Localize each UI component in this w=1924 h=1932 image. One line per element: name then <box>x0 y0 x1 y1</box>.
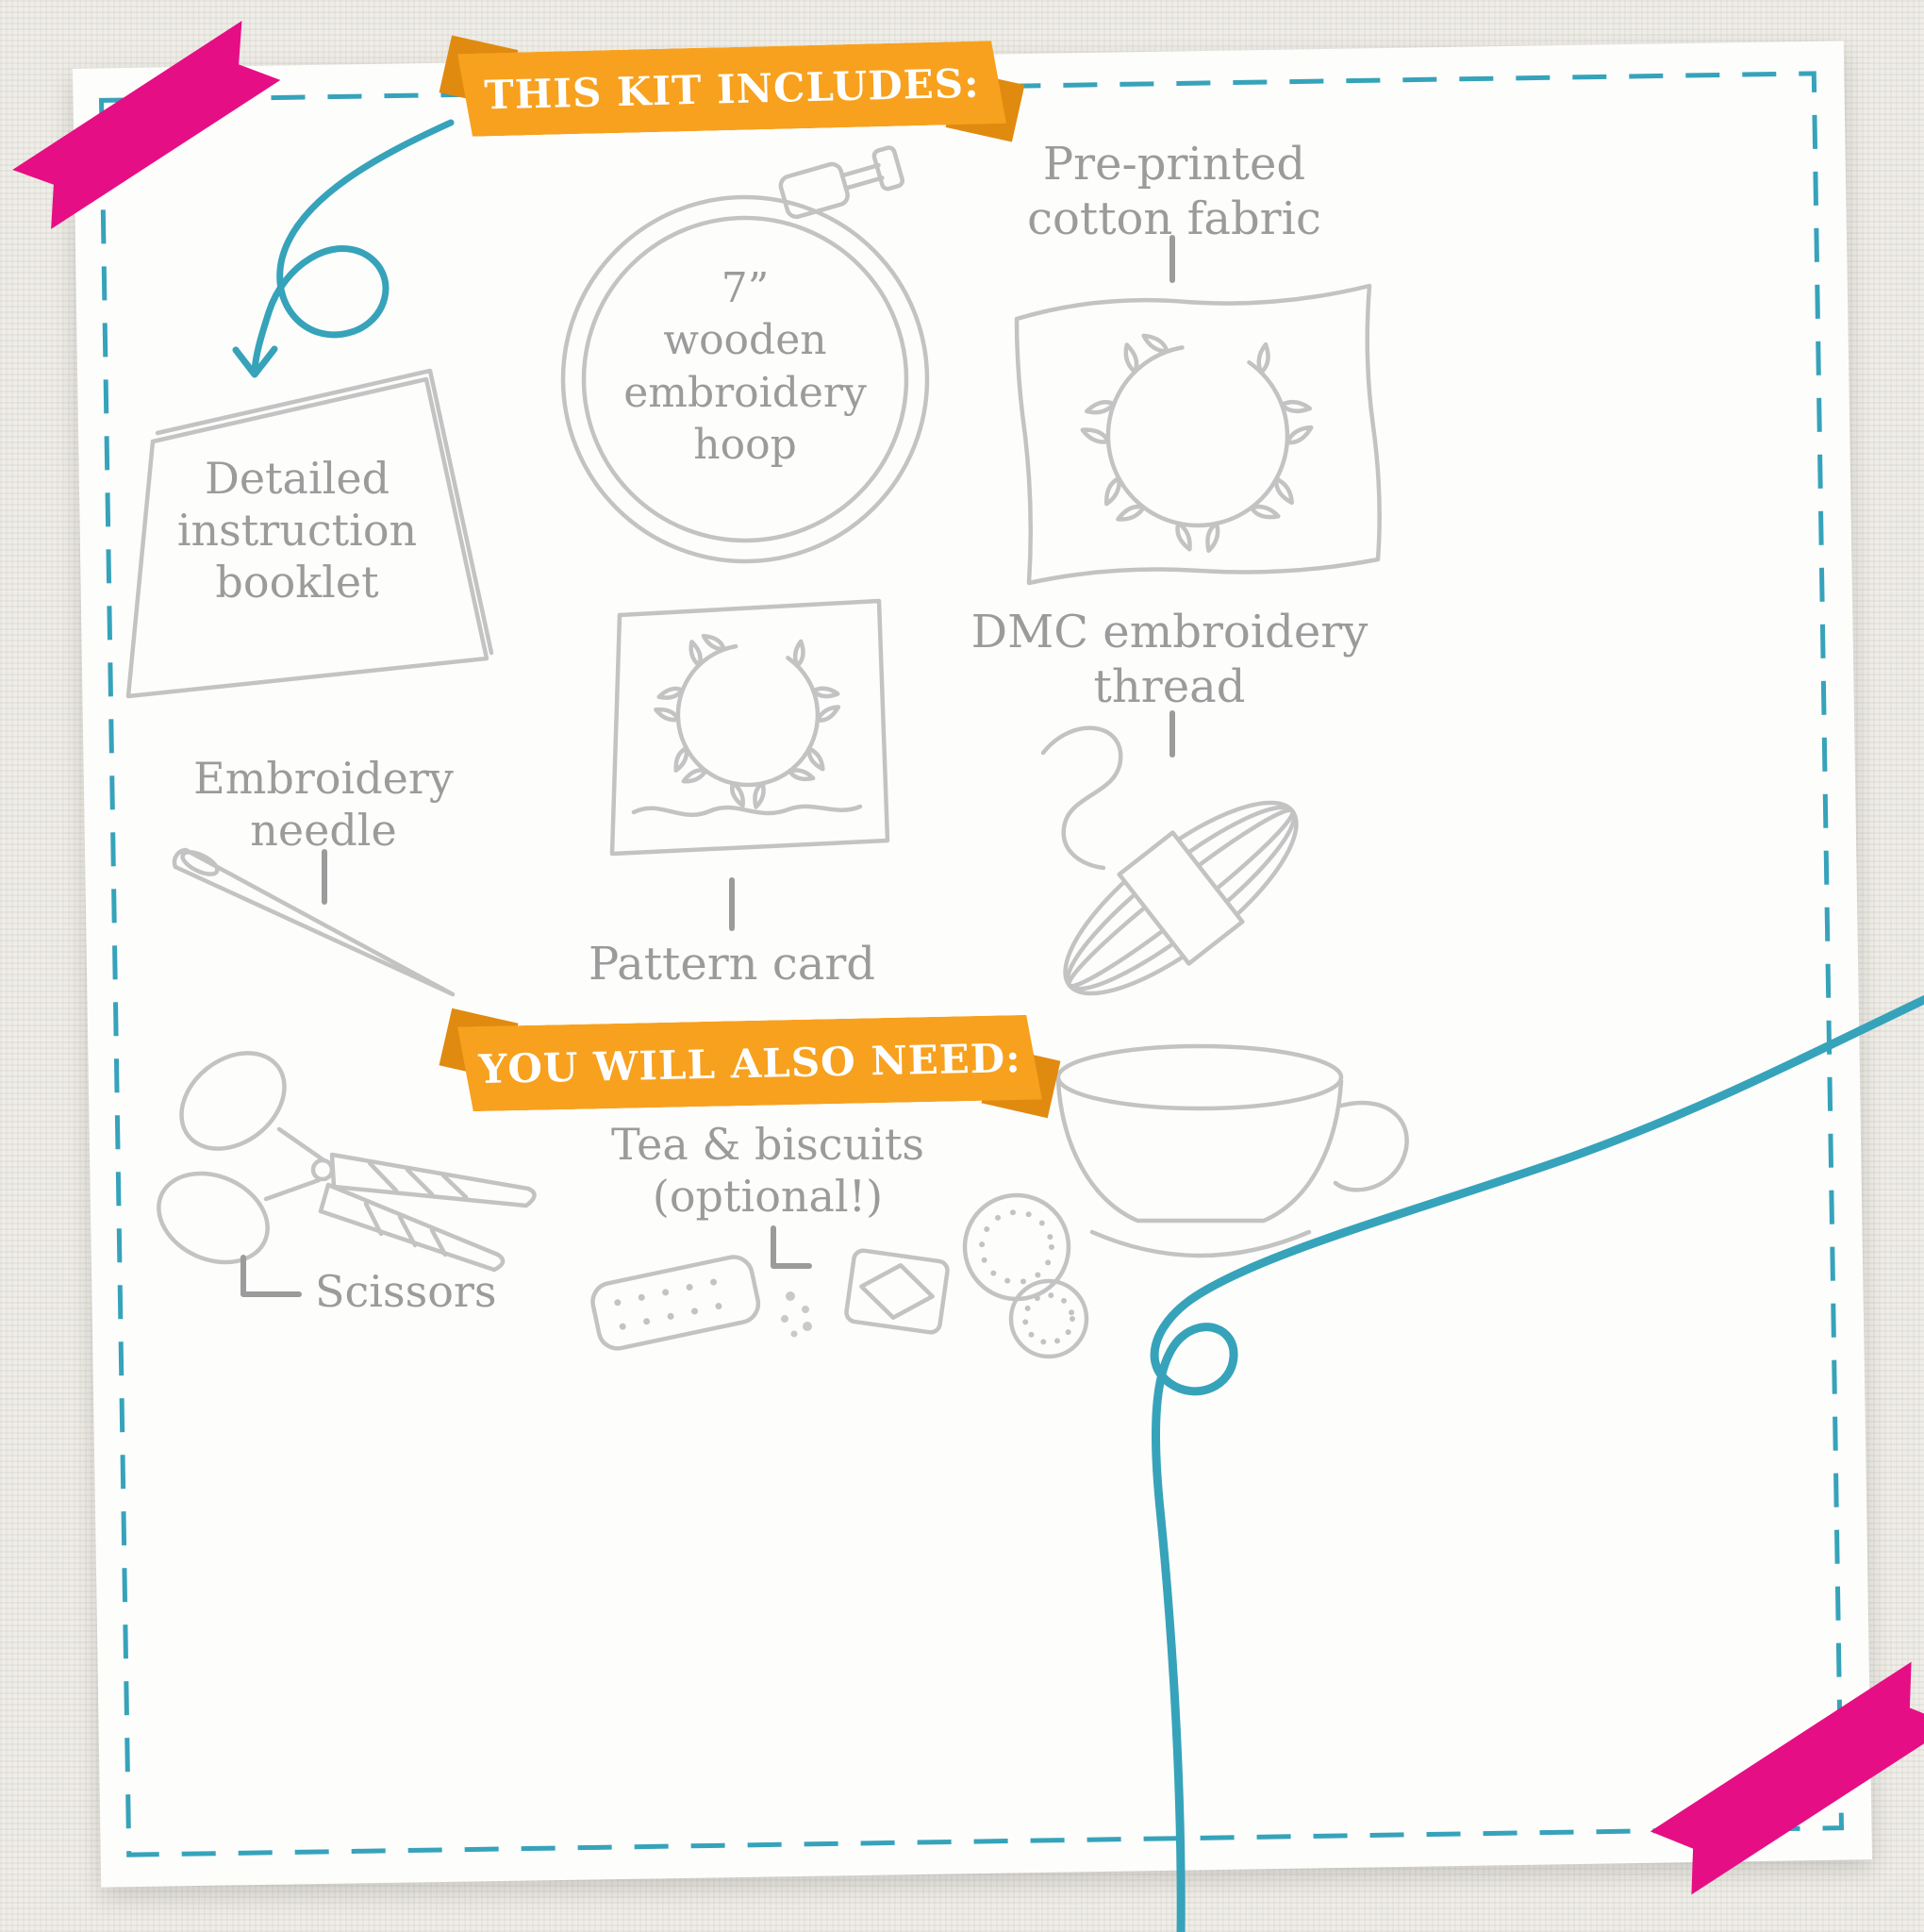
embroidery-needle-icon <box>172 847 456 997</box>
connector-lines <box>240 235 1175 1297</box>
teacup-icon <box>1055 1043 1409 1258</box>
label-embroidery-needle: Embroidery needle <box>193 753 454 857</box>
label-dmc-thread: DMC embroidery thread <box>970 606 1368 713</box>
label-tea-biscuits: Tea & biscuits (optional!) <box>611 1119 924 1223</box>
label-embroidery-hoop: 7” wooden embroidery hoop <box>623 264 867 470</box>
banner-also-need-text: YOU WILL ALSO NEED: <box>477 1034 1022 1092</box>
embroidery-hoop-icon <box>560 145 930 564</box>
teal-thread-icon <box>1150 994 1924 1932</box>
banner-kit-includes-text: THIS KIT INCLUDES: <box>483 59 981 118</box>
label-pattern-card: Pattern card <box>588 938 876 991</box>
label-cotton-fabric: Pre-printed cotton fabric <box>1027 138 1321 245</box>
curly-arrow-icon <box>232 119 455 378</box>
banner-kit-includes: THIS KIT INCLUDES: <box>439 35 1025 142</box>
label-instruction-booklet: Detailed instruction booklet <box>176 453 418 608</box>
biscuits-icon <box>590 1192 1089 1359</box>
washi-tape-top-left-icon <box>12 20 281 229</box>
scissors-icon <box>157 1051 537 1273</box>
banner-also-need: YOU WILL ALSO NEED: <box>439 1008 1061 1119</box>
pattern-card-icon <box>609 598 890 857</box>
instruction-booklet-icon <box>125 368 494 699</box>
thread-skein-icon <box>1040 725 1299 996</box>
printed-fabric-icon <box>1014 283 1382 586</box>
washi-tape-bottom-right-icon <box>1650 1661 1924 1895</box>
crumbs <box>781 1291 812 1338</box>
label-scissors: Scissors <box>315 1266 497 1317</box>
